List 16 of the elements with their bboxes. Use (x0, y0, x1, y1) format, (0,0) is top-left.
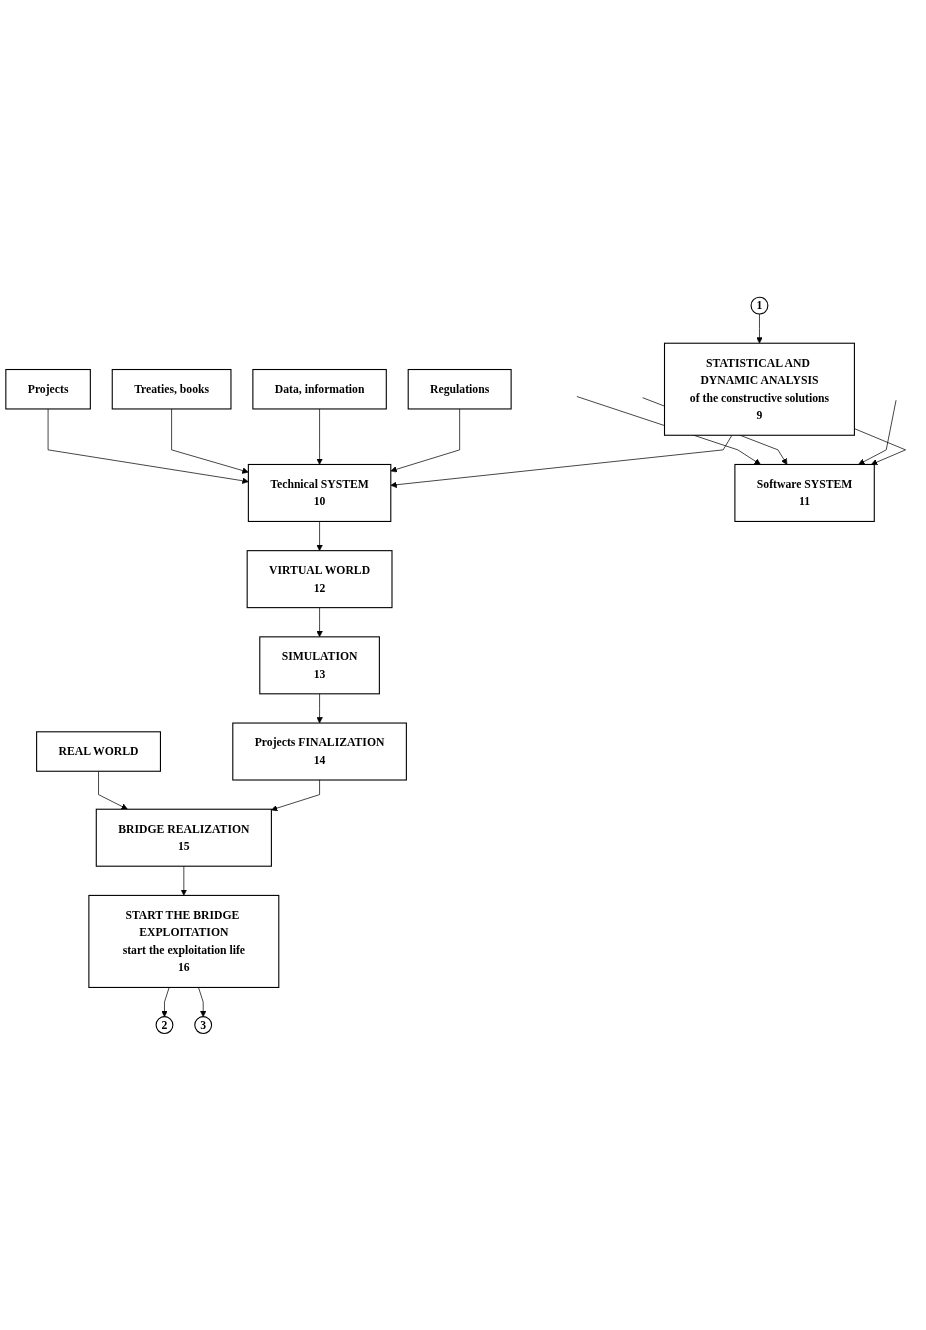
node-box: START THE BRIDGE EXPLOITATION start the exploitation life 16 (88, 894, 280, 988)
node-box: STATISTICAL AND DYNAMIC ANALYSIS of the constructive solutions 9 (663, 342, 855, 436)
node-box: Projects (5, 368, 91, 410)
node-box: Data, information (252, 368, 387, 410)
node-box: Treaties, books (111, 368, 232, 410)
node-circle: 1 (750, 296, 769, 315)
node-circle: 3 (194, 1015, 213, 1034)
node-box: VIRTUAL WORLD 12 (246, 549, 393, 608)
node-box: Software SYSTEM 11 (734, 463, 875, 522)
node-box: Technical SYSTEM 10 (247, 463, 392, 522)
node-circle: 2 (155, 1015, 174, 1034)
node-box: SIMULATION 13 (259, 635, 380, 695)
node-box: Regulations (407, 368, 512, 410)
node-box: BRIDGE REALIZATION 15 (95, 808, 272, 867)
node-box: REAL WORLD (36, 730, 161, 772)
node-box: Projects FINALIZATION 14 (232, 722, 407, 781)
